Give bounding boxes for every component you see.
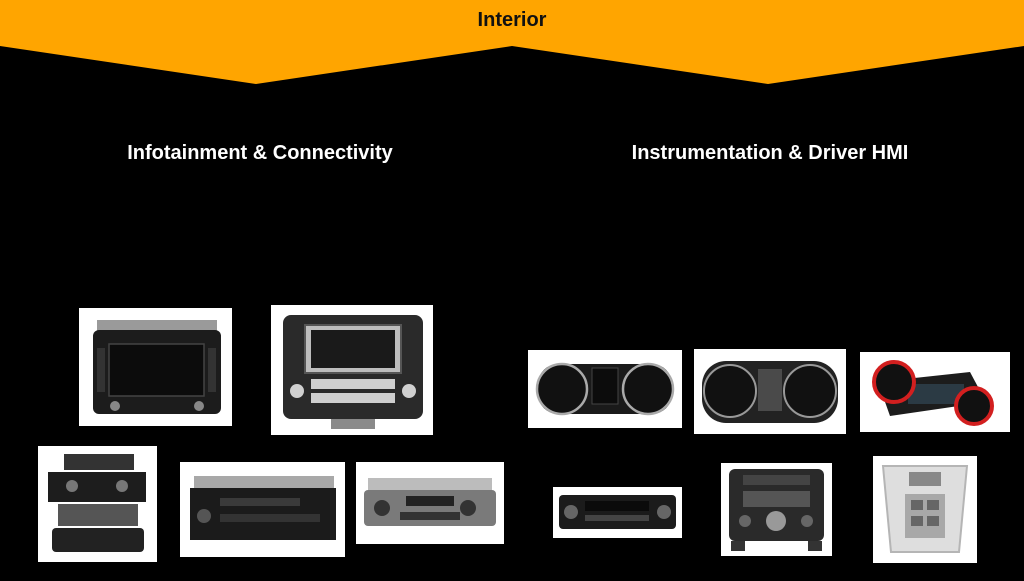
product-image-cd-radio — [180, 462, 345, 557]
product-image-control-panel — [553, 487, 682, 538]
product-image-hvac-panel — [721, 463, 832, 556]
product-image-instrument-cluster-2 — [694, 349, 846, 434]
section-heading-infotainment: Infotainment & Connectivity — [127, 142, 393, 164]
product-image-instrument-cluster-red — [860, 352, 1010, 432]
header-banner — [0, 0, 1024, 84]
product-image-touchscreen-radio — [79, 308, 232, 426]
product-image-overhead-console — [873, 456, 977, 563]
page-title: Interior — [477, 9, 547, 31]
product-image-center-console-unit — [38, 446, 157, 562]
section-heading-instrumentation: Instrumentation & Driver HMI — [631, 142, 909, 164]
product-image-navigation-unit — [271, 305, 433, 435]
product-image-instrument-cluster-1 — [528, 350, 682, 428]
product-image-silver-radio — [356, 462, 504, 544]
